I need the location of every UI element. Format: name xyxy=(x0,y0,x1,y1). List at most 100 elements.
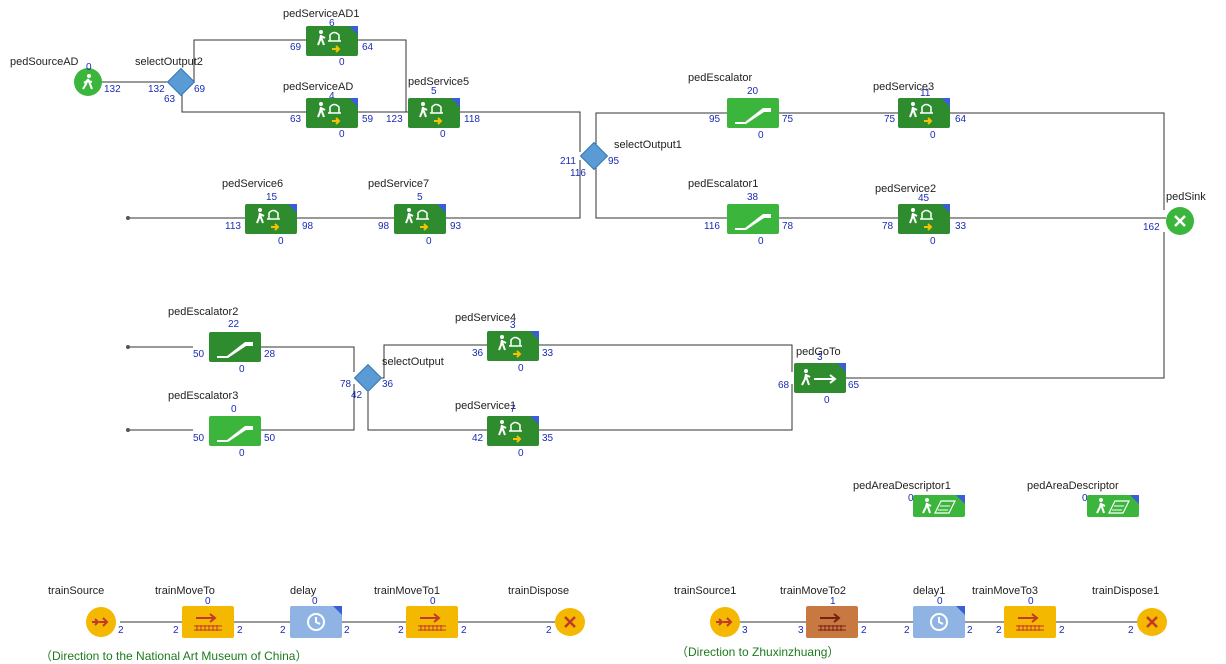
block-label: delay xyxy=(290,585,317,597)
area-descriptor-block[interactable] xyxy=(913,495,965,517)
count-value: 0 xyxy=(1028,596,1034,607)
escalator-icon xyxy=(217,426,253,442)
block-label: trainMoveTo3 xyxy=(972,585,1039,597)
count-value: 0 xyxy=(205,596,211,607)
queue-value: 0 xyxy=(758,236,764,247)
block-label: trainMoveTo2 xyxy=(780,585,847,597)
port-out-value: 118 xyxy=(464,114,480,125)
ped-escalator-block[interactable] xyxy=(209,332,261,362)
train-track-icon xyxy=(418,613,446,631)
port-out-value: 2 xyxy=(967,625,973,636)
block-label: pedEscalator1 xyxy=(688,178,759,190)
count-value: 1 xyxy=(830,596,836,607)
ped-service-block[interactable] xyxy=(898,98,950,128)
queue-value: 0 xyxy=(930,236,936,247)
ped-escalator-block[interactable] xyxy=(727,98,779,128)
train-source-block[interactable] xyxy=(710,607,740,637)
train-track-icon xyxy=(194,613,222,631)
ped-service-block[interactable] xyxy=(487,416,539,446)
walk-arrow-icon xyxy=(801,369,837,386)
escalator-icon xyxy=(735,214,771,230)
direction-note: （Direction to the National Art Museum of… xyxy=(40,649,308,663)
count-value: 7 xyxy=(510,404,516,415)
service-desk-icon xyxy=(498,420,522,443)
block-label: trainSource xyxy=(48,585,105,597)
block-label: pedService7 xyxy=(368,178,430,190)
block-label: pedService1 xyxy=(455,400,517,412)
area-descriptor-block[interactable] xyxy=(1087,495,1139,517)
escalator-icon xyxy=(735,108,771,124)
port-in-value: 63 xyxy=(290,114,302,125)
service-desk-icon xyxy=(909,102,933,125)
port-out-value: 93 xyxy=(450,221,462,232)
train-track-icon xyxy=(1016,613,1044,631)
block-label: pedAreaDescriptor xyxy=(1027,480,1119,492)
service-desk-icon xyxy=(317,102,341,125)
queue-value: 0 xyxy=(758,130,764,141)
port-in-value: 78 xyxy=(882,221,894,232)
ped-escalator-block[interactable] xyxy=(727,204,779,234)
queue-value: 0 xyxy=(239,364,245,375)
count-value: 3 xyxy=(817,352,823,363)
count-value: 0 xyxy=(937,596,943,607)
port-in-value: 36 xyxy=(472,348,484,359)
ped-escalator-block[interactable] xyxy=(209,416,261,446)
port-out-value: 3 xyxy=(742,625,748,636)
count-value: 3 xyxy=(510,320,516,331)
ped-service-block[interactable] xyxy=(487,331,539,361)
port-out-value: 65 xyxy=(848,380,860,391)
train-dispose-block[interactable] xyxy=(555,608,585,636)
clock-icon xyxy=(307,613,325,631)
service-desk-icon xyxy=(405,208,429,231)
ped-source-block[interactable] xyxy=(74,68,102,96)
train-dispose-block[interactable] xyxy=(1137,608,1167,636)
close-icon xyxy=(564,616,576,628)
train-icon xyxy=(716,617,733,627)
ped-service-block[interactable] xyxy=(306,26,358,56)
train-move-to-block[interactable] xyxy=(182,606,234,638)
ped-goto-block[interactable] xyxy=(794,363,846,393)
port-in-value: 69 xyxy=(290,42,302,53)
block-label: trainDispose1 xyxy=(1092,585,1160,597)
port-in-value: 2 xyxy=(1128,625,1134,636)
count-value: 0 xyxy=(231,404,237,415)
train-move-to-block[interactable] xyxy=(406,606,458,638)
port-out-value: 116 xyxy=(570,168,586,179)
count-value: 20 xyxy=(747,86,759,97)
area-walk-icon xyxy=(1096,498,1130,514)
ped-sink-block[interactable] xyxy=(1166,207,1194,235)
port-out-value: 2 xyxy=(1059,625,1065,636)
service-desk-icon xyxy=(419,102,443,125)
block-label: selectOutput1 xyxy=(614,139,682,151)
block-label: pedEscalator xyxy=(688,72,753,84)
port-in-value: 2 xyxy=(280,625,286,636)
port-in-value: 113 xyxy=(225,221,241,232)
port-out-value: 2 xyxy=(237,625,243,636)
port-in-value: 98 xyxy=(378,221,390,232)
ped-service-block[interactable] xyxy=(408,98,460,128)
ped-service-block[interactable] xyxy=(394,204,446,234)
train-source-block[interactable] xyxy=(86,607,116,637)
ped-service-block[interactable] xyxy=(898,204,950,234)
train-track-icon xyxy=(818,613,846,631)
close-icon xyxy=(1174,215,1186,227)
port-in-value: 123 xyxy=(386,114,403,125)
port-in-value: 2 xyxy=(904,625,910,636)
train-move-to-block[interactable] xyxy=(1004,606,1056,638)
port-in-value: 42 xyxy=(472,433,484,444)
delay-block[interactable] xyxy=(913,606,965,638)
delay-block[interactable] xyxy=(290,606,342,638)
port-out-value: 98 xyxy=(302,221,314,232)
block-label: pedService2 xyxy=(875,183,937,195)
service-desk-icon xyxy=(256,208,280,231)
count-value: 6 xyxy=(329,18,335,29)
block-label: pedSourceAD xyxy=(10,56,79,68)
train-move-to-block[interactable] xyxy=(806,606,858,638)
queue-value: 0 xyxy=(239,448,245,459)
escalator-icon xyxy=(217,342,253,358)
port-out-value: 33 xyxy=(955,221,967,232)
ped-service-block[interactable] xyxy=(245,204,297,234)
port-in-value: 75 xyxy=(884,114,896,125)
port-out-value: 59 xyxy=(362,114,374,125)
ped-service-block[interactable] xyxy=(306,98,358,128)
